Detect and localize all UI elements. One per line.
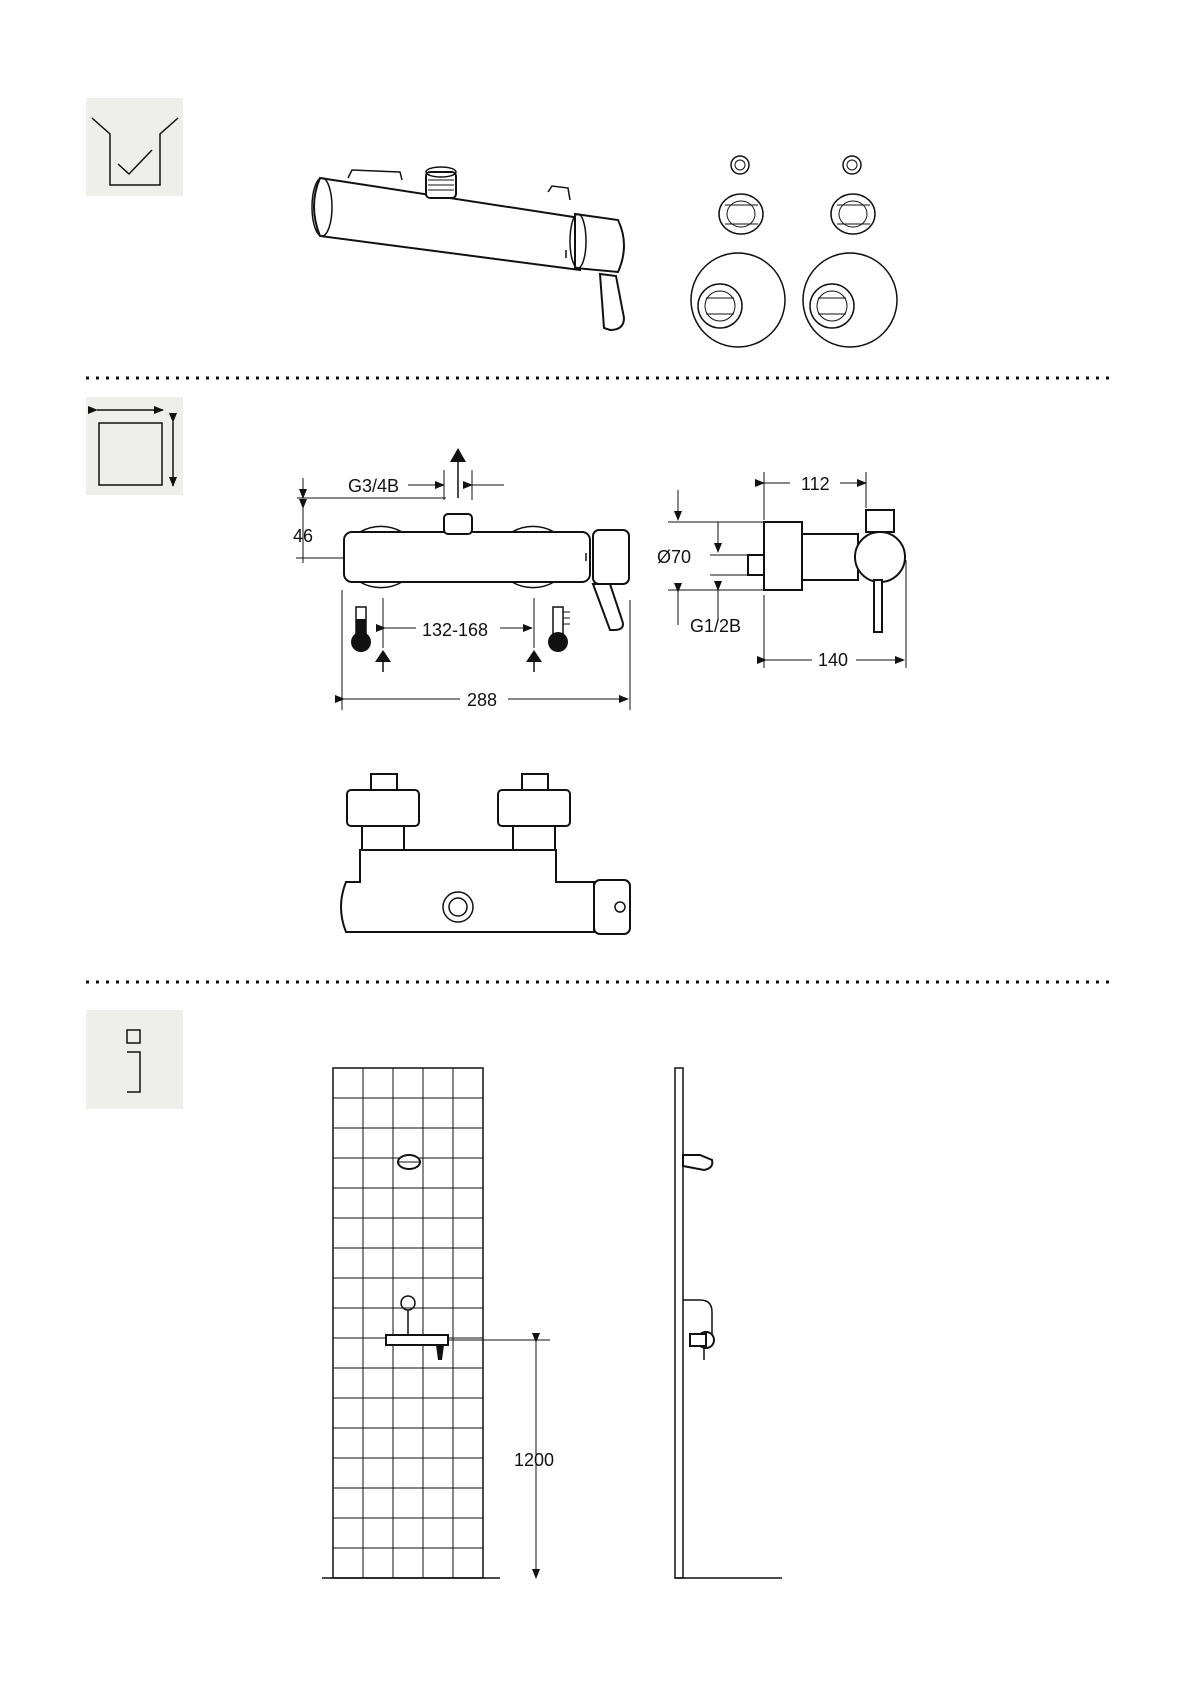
outlet-thread-label: G3/4B — [348, 476, 399, 496]
rosette-diameter-label: Ø70 — [657, 547, 691, 567]
inlet-spacing-label: 132-168 — [422, 620, 488, 640]
dimension-lines-front — [296, 470, 630, 710]
dimensions-icon — [86, 397, 183, 495]
total-width-label: 288 — [467, 690, 497, 710]
connection-parts-left — [691, 156, 785, 347]
mixer-side-view — [748, 510, 905, 632]
cold-thermometer-icon — [351, 607, 391, 672]
inlet-thread-label: G1/2B — [690, 616, 741, 636]
depth-label: 112 — [801, 474, 830, 494]
height-label: 46 — [293, 526, 313, 546]
box-check-icon — [86, 98, 183, 196]
scope-section — [86, 98, 897, 347]
info-icon — [86, 1010, 183, 1109]
mixer-top-view — [341, 774, 630, 934]
info-section: 1200 — [86, 1010, 782, 1578]
dimensions-section: G3/4B 46 132-168 288 — [86, 397, 906, 934]
connection-parts-right — [803, 156, 897, 347]
mounting-height-label: 1200 — [514, 1450, 554, 1470]
hot-thermometer-icon — [526, 607, 570, 672]
tiled-wall-side — [675, 1068, 782, 1578]
tiled-wall-front — [322, 1068, 550, 1578]
mixer-perspective-drawing — [312, 167, 624, 330]
projection-label: 140 — [818, 650, 848, 670]
